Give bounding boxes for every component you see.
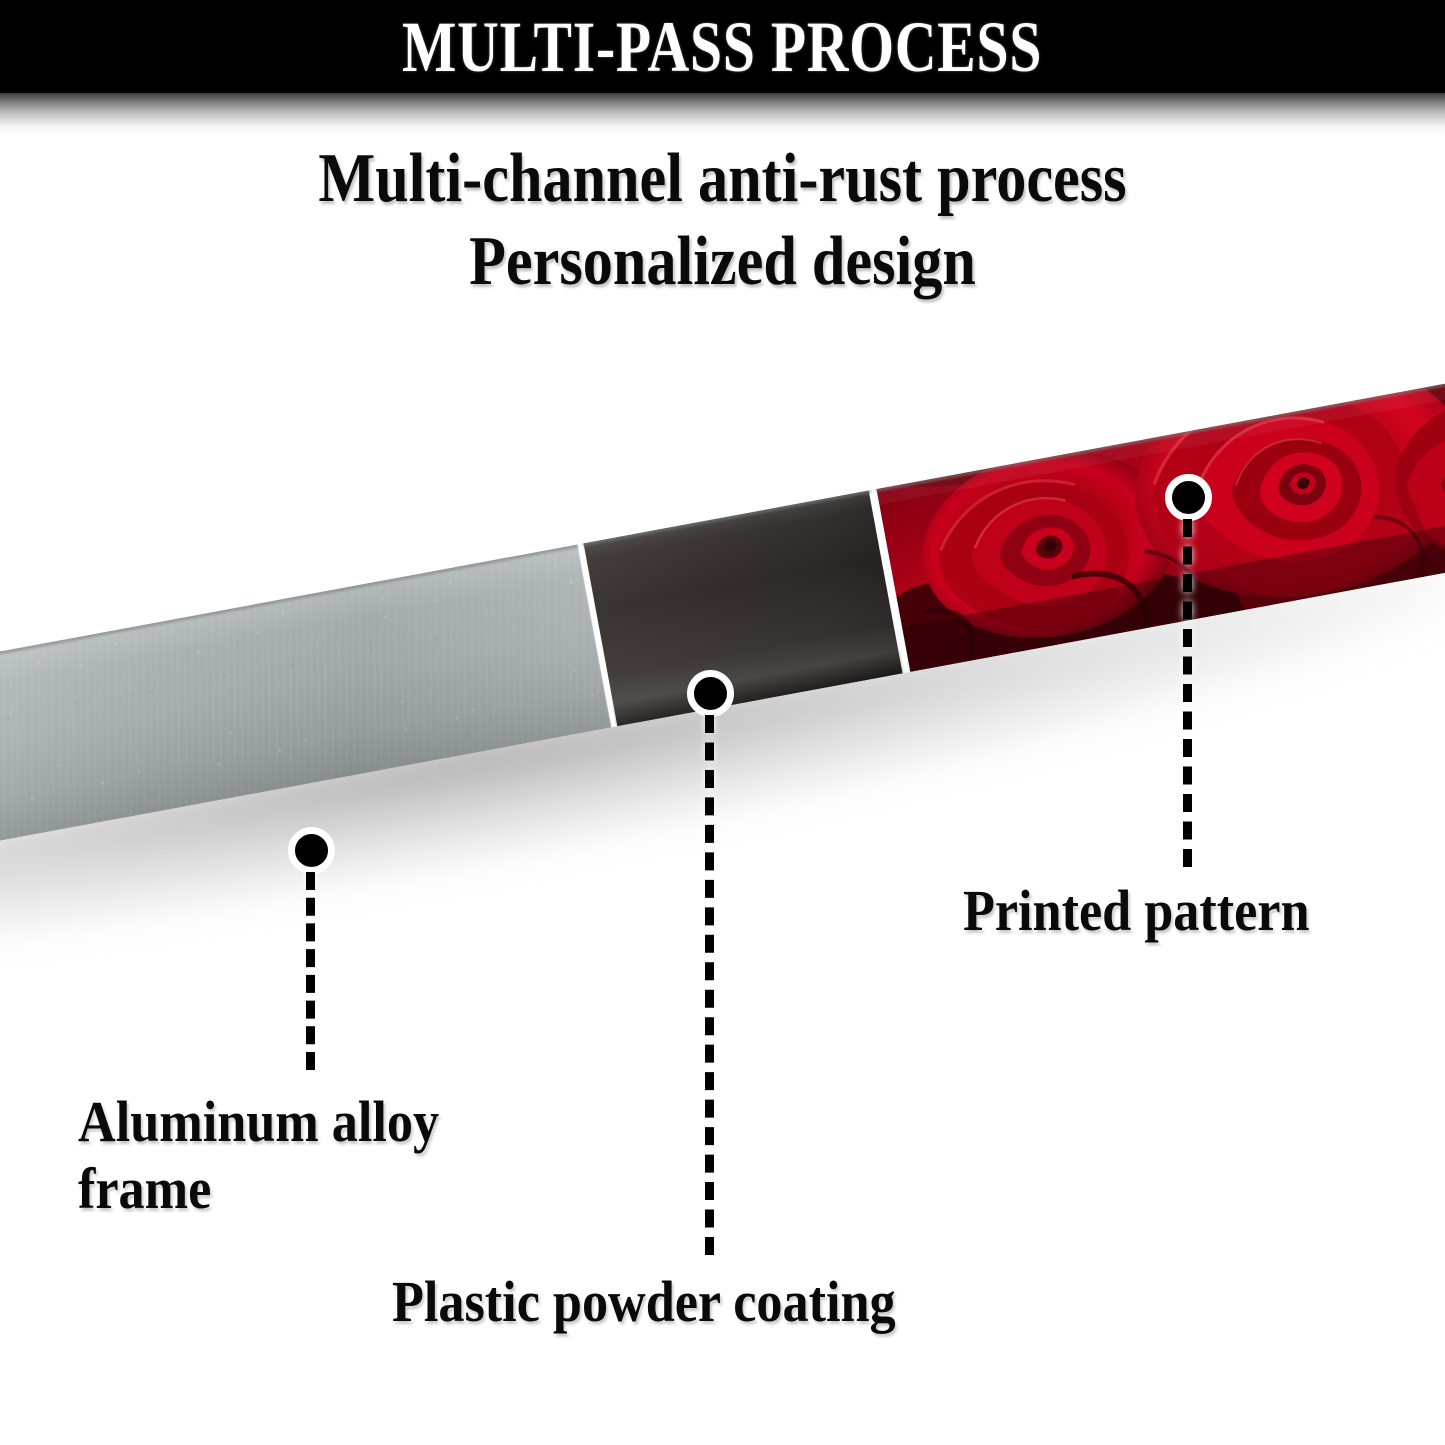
callout-dot-powder-coating[interactable] <box>687 670 734 717</box>
callout-dot-aluminum[interactable] <box>288 827 335 874</box>
leader-line-powder-coating <box>705 715 714 1255</box>
rose-pattern-icon <box>874 361 1445 672</box>
header-banner: MULTI-PASS PROCESS <box>0 0 1445 93</box>
leader-line-aluminum <box>306 872 315 1070</box>
callout-label-printed-pattern: Printed pattern <box>963 878 1310 943</box>
segment-printed-pattern <box>874 361 1445 672</box>
callout-label-powder-coating: Plastic powder coating <box>392 1269 896 1334</box>
callout-label-aluminum-line2: frame <box>78 1156 212 1222</box>
subtitle-block: Multi-channel anti-rust process Personal… <box>101 138 1344 303</box>
subtitle-line-2: Personalized design <box>469 222 976 300</box>
callout-label-aluminum-line1: Aluminum alloy <box>78 1089 440 1154</box>
banner-title: MULTI-PASS PROCESS <box>402 6 1043 87</box>
leader-line-printed-pattern <box>1183 519 1192 867</box>
frame-rotation-group <box>0 0 1445 1187</box>
callout-dot-printed-pattern[interactable] <box>1165 474 1212 521</box>
frame-bottom-rail <box>0 361 1445 858</box>
subtitle-line-1: Multi-channel anti-rust process <box>318 140 1127 217</box>
